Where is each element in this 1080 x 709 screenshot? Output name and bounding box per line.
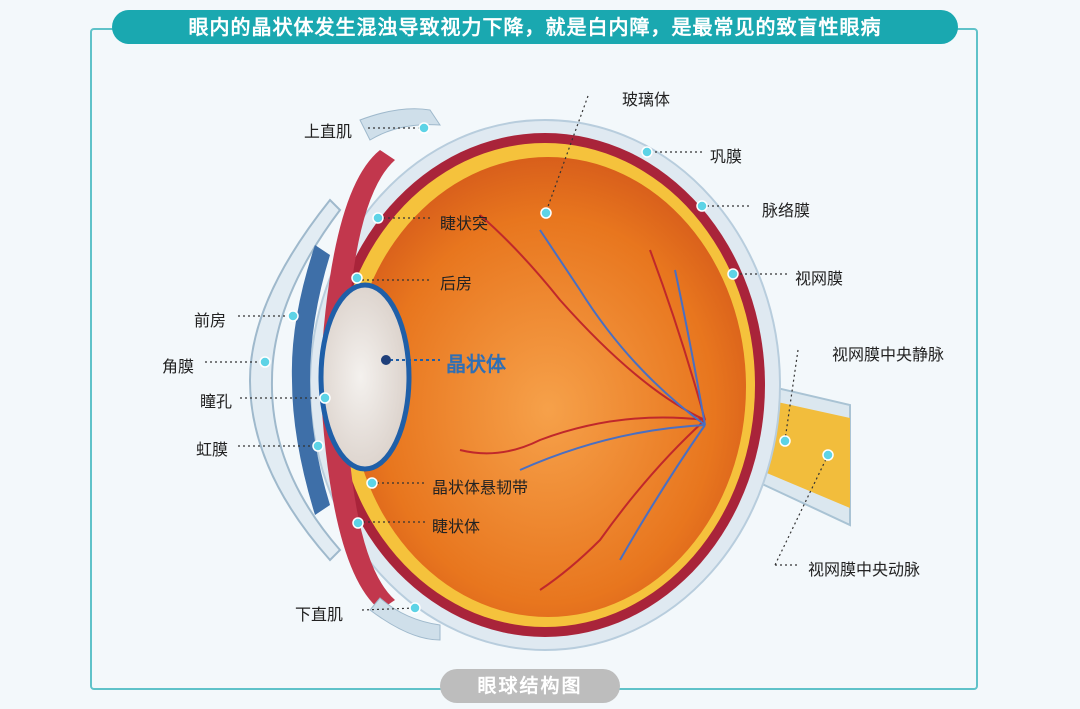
label-central-retinal-vein: 视网膜中央静脉 xyxy=(832,345,945,364)
page-title: 眼内的晶状体发生混浊导致视力下降，就是白内障，是最常见的致盲性眼病 xyxy=(112,10,958,44)
iris-shape xyxy=(291,245,330,515)
lens-shape xyxy=(318,282,412,472)
label-pupil: 瞳孔 xyxy=(200,392,233,411)
label-central-retinal-artery: 视网膜中央动脉 xyxy=(808,560,921,579)
label-posterior-chamber: 后房 xyxy=(440,274,473,293)
label-iris: 虹膜 xyxy=(196,440,229,459)
label-retina: 视网膜 xyxy=(795,269,844,288)
label-choroid: 脉络膜 xyxy=(762,201,811,220)
label-inferior-rectus: 下直肌 xyxy=(295,605,344,624)
label-superior-rectus: 上直肌 xyxy=(304,122,353,141)
ciliary-region xyxy=(320,150,395,610)
label-zonule: 晶状体悬韧带 xyxy=(432,478,529,497)
cornea-shape xyxy=(248,198,342,562)
label-vitreous: 玻璃体 xyxy=(622,90,671,109)
label-ciliary-process: 睫状突 xyxy=(440,214,489,233)
label-ciliary-body: 睫状体 xyxy=(432,517,481,536)
label-anterior-chamber: 前房 xyxy=(194,311,227,330)
figure-caption: 眼球结构图 xyxy=(440,669,620,703)
label-cornea: 角膜 xyxy=(162,357,195,376)
vitreous-body xyxy=(350,157,746,617)
label-lens: 晶状体 xyxy=(446,352,506,376)
label-sclera: 巩膜 xyxy=(710,147,743,166)
